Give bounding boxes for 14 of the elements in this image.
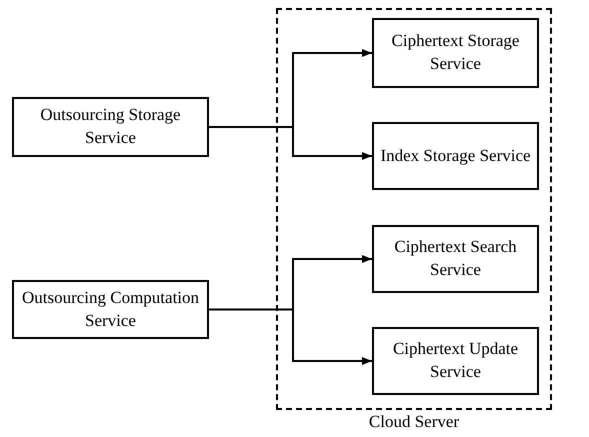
box-label: Ciphertext Search Service <box>393 236 518 281</box>
service-box <box>12 280 209 339</box>
service-box <box>372 225 539 293</box>
service-box <box>372 18 539 88</box>
box-label: Ciphertext Storage Service <box>390 30 520 75</box>
box-label: Outsourcing Computation Service <box>20 286 200 332</box>
service-box <box>372 122 539 190</box>
service-box <box>12 97 209 157</box>
box-label: Outsourcing Storage Service <box>39 104 182 149</box>
group-label: Cloud Server <box>368 412 460 432</box>
service-box <box>372 327 539 395</box>
arrow <box>209 308 372 365</box>
box-label: Ciphertext Update Service <box>392 338 520 383</box>
box-label: Index Storage Service <box>379 144 532 167</box>
